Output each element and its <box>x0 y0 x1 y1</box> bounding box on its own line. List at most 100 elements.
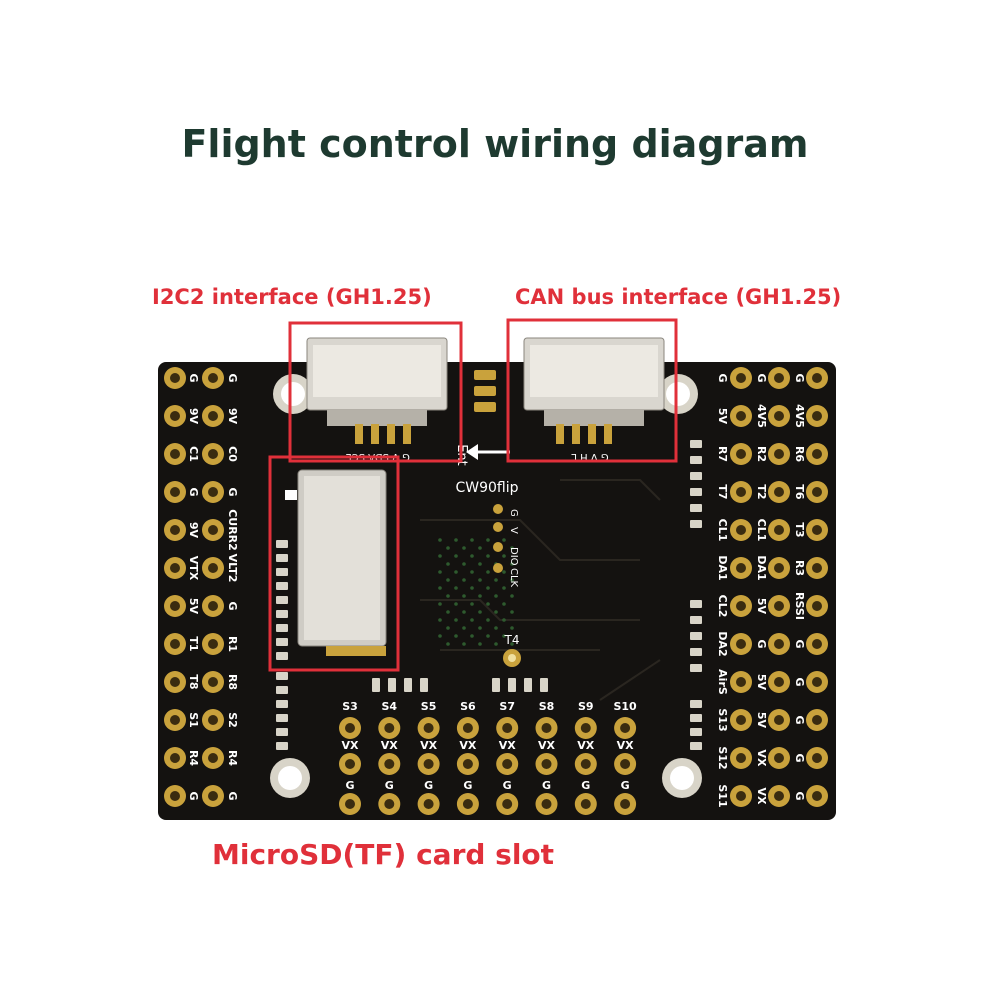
right-pin-b <box>768 671 790 693</box>
left-pin-outer <box>164 519 186 541</box>
right-c-pin-label: G <box>793 715 806 724</box>
servo-vx-label: VX <box>577 739 595 752</box>
i2c2-highlight-box <box>288 321 463 463</box>
right-pin-b <box>768 785 790 807</box>
right-pin-b <box>768 557 790 579</box>
servo-label: S7 <box>499 700 515 713</box>
right-pin-b <box>768 367 790 389</box>
servo-vx-pin <box>614 753 637 775</box>
left-pin-outer <box>164 709 186 731</box>
right-pin-c <box>806 367 828 389</box>
left-pin-outer <box>164 557 186 579</box>
servo-signal-pin <box>535 717 558 739</box>
right-pin-c <box>806 671 828 693</box>
right-pin-a <box>730 633 752 655</box>
left-pin-inner <box>202 405 224 427</box>
left-pin-inner <box>202 595 224 617</box>
left-pin-outer <box>164 367 186 389</box>
board-model: CW90flip <box>455 480 518 496</box>
right-pin-a <box>730 405 752 427</box>
servo-vx-label: VX <box>538 739 556 752</box>
left-outer-pin-label: G <box>187 487 200 496</box>
servo-label: S6 <box>460 700 476 713</box>
servo-vx-pin <box>574 753 597 775</box>
right-b-pin-label: T2 <box>755 484 768 499</box>
right-b-pin-label: 4V5 <box>755 404 768 428</box>
can-silk: G V H L <box>571 451 609 462</box>
servo-label: S8 <box>539 700 555 713</box>
left-outer-pin-label: 5V <box>187 598 200 615</box>
via-grid <box>438 538 514 646</box>
right-a-pin-label: S11 <box>716 784 729 807</box>
left-pin-outer <box>164 443 186 465</box>
servo-ground-pin <box>535 793 558 815</box>
right-a-pin-label: G <box>716 373 729 382</box>
servo-signal-pin <box>417 717 440 739</box>
left-pin-inner <box>202 747 224 769</box>
servo-label: S5 <box>421 700 437 713</box>
right-b-pin-label: G <box>755 373 768 382</box>
right-pin-b <box>768 519 790 541</box>
sd-callout: MicroSD(TF) card slot <box>212 838 555 871</box>
right-c-pin-label: G <box>793 677 806 686</box>
servo-vx-pin <box>496 753 519 775</box>
servo-ground-label: G <box>503 779 512 792</box>
servo-signal-pin <box>496 717 519 739</box>
sd-highlight-box <box>268 455 400 672</box>
right-pin-b <box>768 405 790 427</box>
right-a-pin-label: CL1 <box>716 519 729 542</box>
right-pin-c <box>806 557 828 579</box>
servo-signal-pin <box>339 717 361 739</box>
right-b-pin-label: G <box>755 639 768 648</box>
servo-vx-pin <box>417 753 440 775</box>
right-pin-b <box>768 633 790 655</box>
left-inner-pin-label: R8 <box>226 674 239 690</box>
mounting-holes <box>270 374 702 798</box>
servo-ground-pin <box>456 793 479 815</box>
servo-ground-pin <box>496 793 519 815</box>
left-outer-pin-label: T8 <box>187 674 200 689</box>
i2c2-connector: G V SDA SCL <box>306 337 448 462</box>
i2c2-callout: I2C2 interface (GH1.25) <box>152 285 432 309</box>
pcb-traces <box>420 479 661 701</box>
right-b-pin-label: VX <box>755 750 768 768</box>
left-pin-inner <box>202 443 224 465</box>
left-pin-inner <box>202 633 224 655</box>
left-inner-pin-label: G <box>226 487 239 496</box>
left-inner-pin-label: G <box>226 373 239 382</box>
servo-label: S10 <box>613 700 637 713</box>
left-outer-pin-label: R4 <box>187 750 200 766</box>
right-c-pin-label: G <box>793 373 806 382</box>
left-outer-pin-label: 9V <box>187 408 200 425</box>
servo-vx-label: VX <box>499 739 517 752</box>
right-pin-c <box>806 443 828 465</box>
right-pin-c <box>806 595 828 617</box>
right-pin-a <box>730 747 752 769</box>
right-pin-b <box>768 481 790 503</box>
right-pin-c <box>806 481 828 503</box>
servo-vx-pin <box>456 753 479 775</box>
left-outer-pin-label: G <box>187 791 200 800</box>
servo-vx-pin <box>339 753 361 775</box>
right-c-pin-label: R6 <box>793 446 806 462</box>
servo-ground-label: G <box>424 779 433 792</box>
servo-vx-label: VX <box>617 739 635 752</box>
left-pin-inner <box>202 671 224 693</box>
servo-ground-label: G <box>385 779 394 792</box>
servo-ground-pin <box>417 793 440 815</box>
servo-vx-pin <box>378 753 401 775</box>
servo-ground-label: G <box>542 779 551 792</box>
left-pin-inner <box>202 481 224 503</box>
right-a-pin-label: AirS <box>716 669 729 695</box>
servo-ground-label: G <box>463 779 472 792</box>
dshot-pad-label: V <box>508 527 519 534</box>
left-pin-outer <box>164 671 186 693</box>
servo-label: S4 <box>382 700 398 713</box>
right-a-pin-label: 5V <box>716 408 729 425</box>
servo-signal-pin <box>378 717 401 739</box>
left-pin-outer <box>164 633 186 655</box>
right-pin-a <box>730 785 752 807</box>
left-inner-pin-label: S2 <box>226 712 239 728</box>
